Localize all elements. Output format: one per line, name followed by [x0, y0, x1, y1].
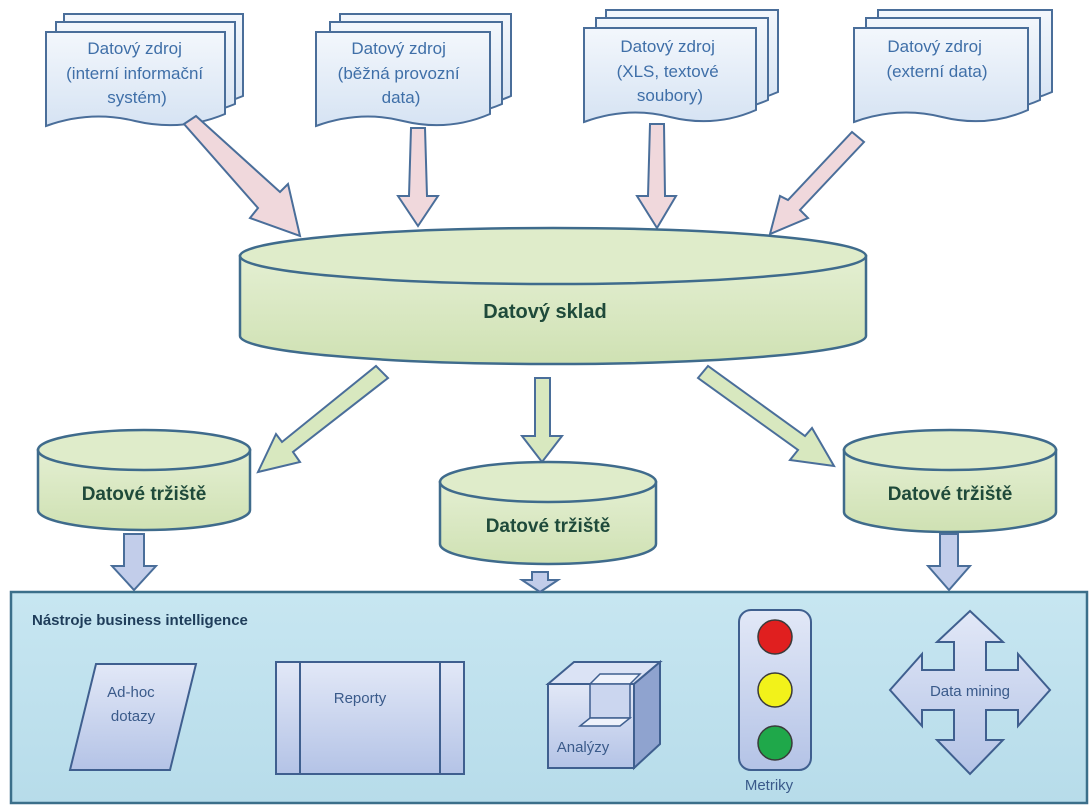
source-doc-2: Datový zdroj (běžná provozní data) [315, 13, 512, 128]
arrow-source4-to-warehouse [768, 130, 866, 236]
bi-panel-title: Nástroje business intelligence [32, 612, 248, 629]
source-3-line-1: Datový zdroj [620, 37, 714, 56]
metrics-traffic-light: Metriky [738, 609, 812, 794]
mart-3-label: Datové tržiště [888, 484, 1013, 505]
adhoc-queries-tool: Ad-hoc dotazy [68, 663, 198, 771]
source-3-line-2: (XLS, textové [617, 62, 719, 81]
reports-tool: Reporty [275, 661, 465, 775]
data-mart-1: Datové tržiště [36, 428, 252, 532]
mart-2-label: Datové tržiště [486, 516, 611, 537]
source-2-line-2: (běžná provozní [338, 64, 460, 83]
adhoc-line-1: Ad-hoc [107, 684, 155, 701]
data-mining-label: Data mining [930, 683, 1010, 700]
adhoc-line-2: dotazy [111, 708, 156, 725]
source-doc-3: Datový zdroj (XLS, textové soubory) [583, 9, 779, 124]
arrow-mart2-to-bi [518, 571, 562, 594]
svg-text:Ad-hoc dotazy: Ad-hoc dotazy [107, 684, 159, 725]
arrow-warehouse-to-mart-1 [256, 364, 390, 474]
arrow-mart1-to-bi [109, 533, 159, 592]
traffic-light-green [757, 725, 793, 761]
traffic-light-red [757, 619, 793, 655]
data-mart-3: Datové tržiště [842, 428, 1058, 534]
arrow-source2-to-warehouse [396, 127, 440, 228]
arrow-source3-to-warehouse [635, 123, 678, 230]
warehouse-label: Datový sklad [483, 301, 606, 323]
data-warehouse-cylinder: Datový sklad [238, 226, 868, 366]
traffic-light-yellow [757, 672, 793, 708]
analysis-label: Analýzy [557, 739, 610, 756]
arrow-mart3-to-bi [925, 533, 973, 592]
arrow-warehouse-to-mart-3 [696, 364, 836, 468]
source-1-line-3: systém) [107, 88, 167, 107]
source-4-line-1: Datový zdroj [887, 37, 981, 56]
mart-1-label: Datové tržiště [82, 484, 207, 505]
source-3-line-3: soubory) [637, 86, 703, 105]
svg-text:Datový zdroj (interní in: Datový zdroj (interní informační systém) [66, 39, 208, 107]
arrow-warehouse-to-mart-2 [519, 377, 565, 464]
analysis-cube-tool: Analýzy [545, 659, 663, 771]
svg-text:Datový zdroj (externí da: Datový zdroj (externí data) [886, 37, 987, 81]
source-doc-1: Datový zdroj (interní informační systém) [45, 13, 244, 128]
source-4-line-2: (externí data) [886, 62, 987, 81]
source-doc-4: Datový zdroj (externí data) [853, 9, 1053, 124]
arrow-source1-to-warehouse [182, 114, 302, 238]
metrics-label: Metriky [745, 777, 794, 794]
source-2-line-1: Datový zdroj [351, 39, 445, 58]
data-mining-tool: Data mining [888, 609, 1052, 776]
reports-label: Reporty [334, 690, 387, 707]
svg-text:Datový zdroj (XLS, texto: Datový zdroj (XLS, textové soubory) [617, 37, 724, 105]
svg-text:Datový zdroj (běžná prov: Datový zdroj (běžná provozní data) [338, 39, 465, 107]
source-2-line-3: data) [382, 88, 421, 107]
data-mart-2: Datové tržiště [438, 460, 658, 566]
source-1-line-1: Datový zdroj [87, 39, 181, 58]
source-1-line-2: (interní informační [66, 64, 203, 83]
